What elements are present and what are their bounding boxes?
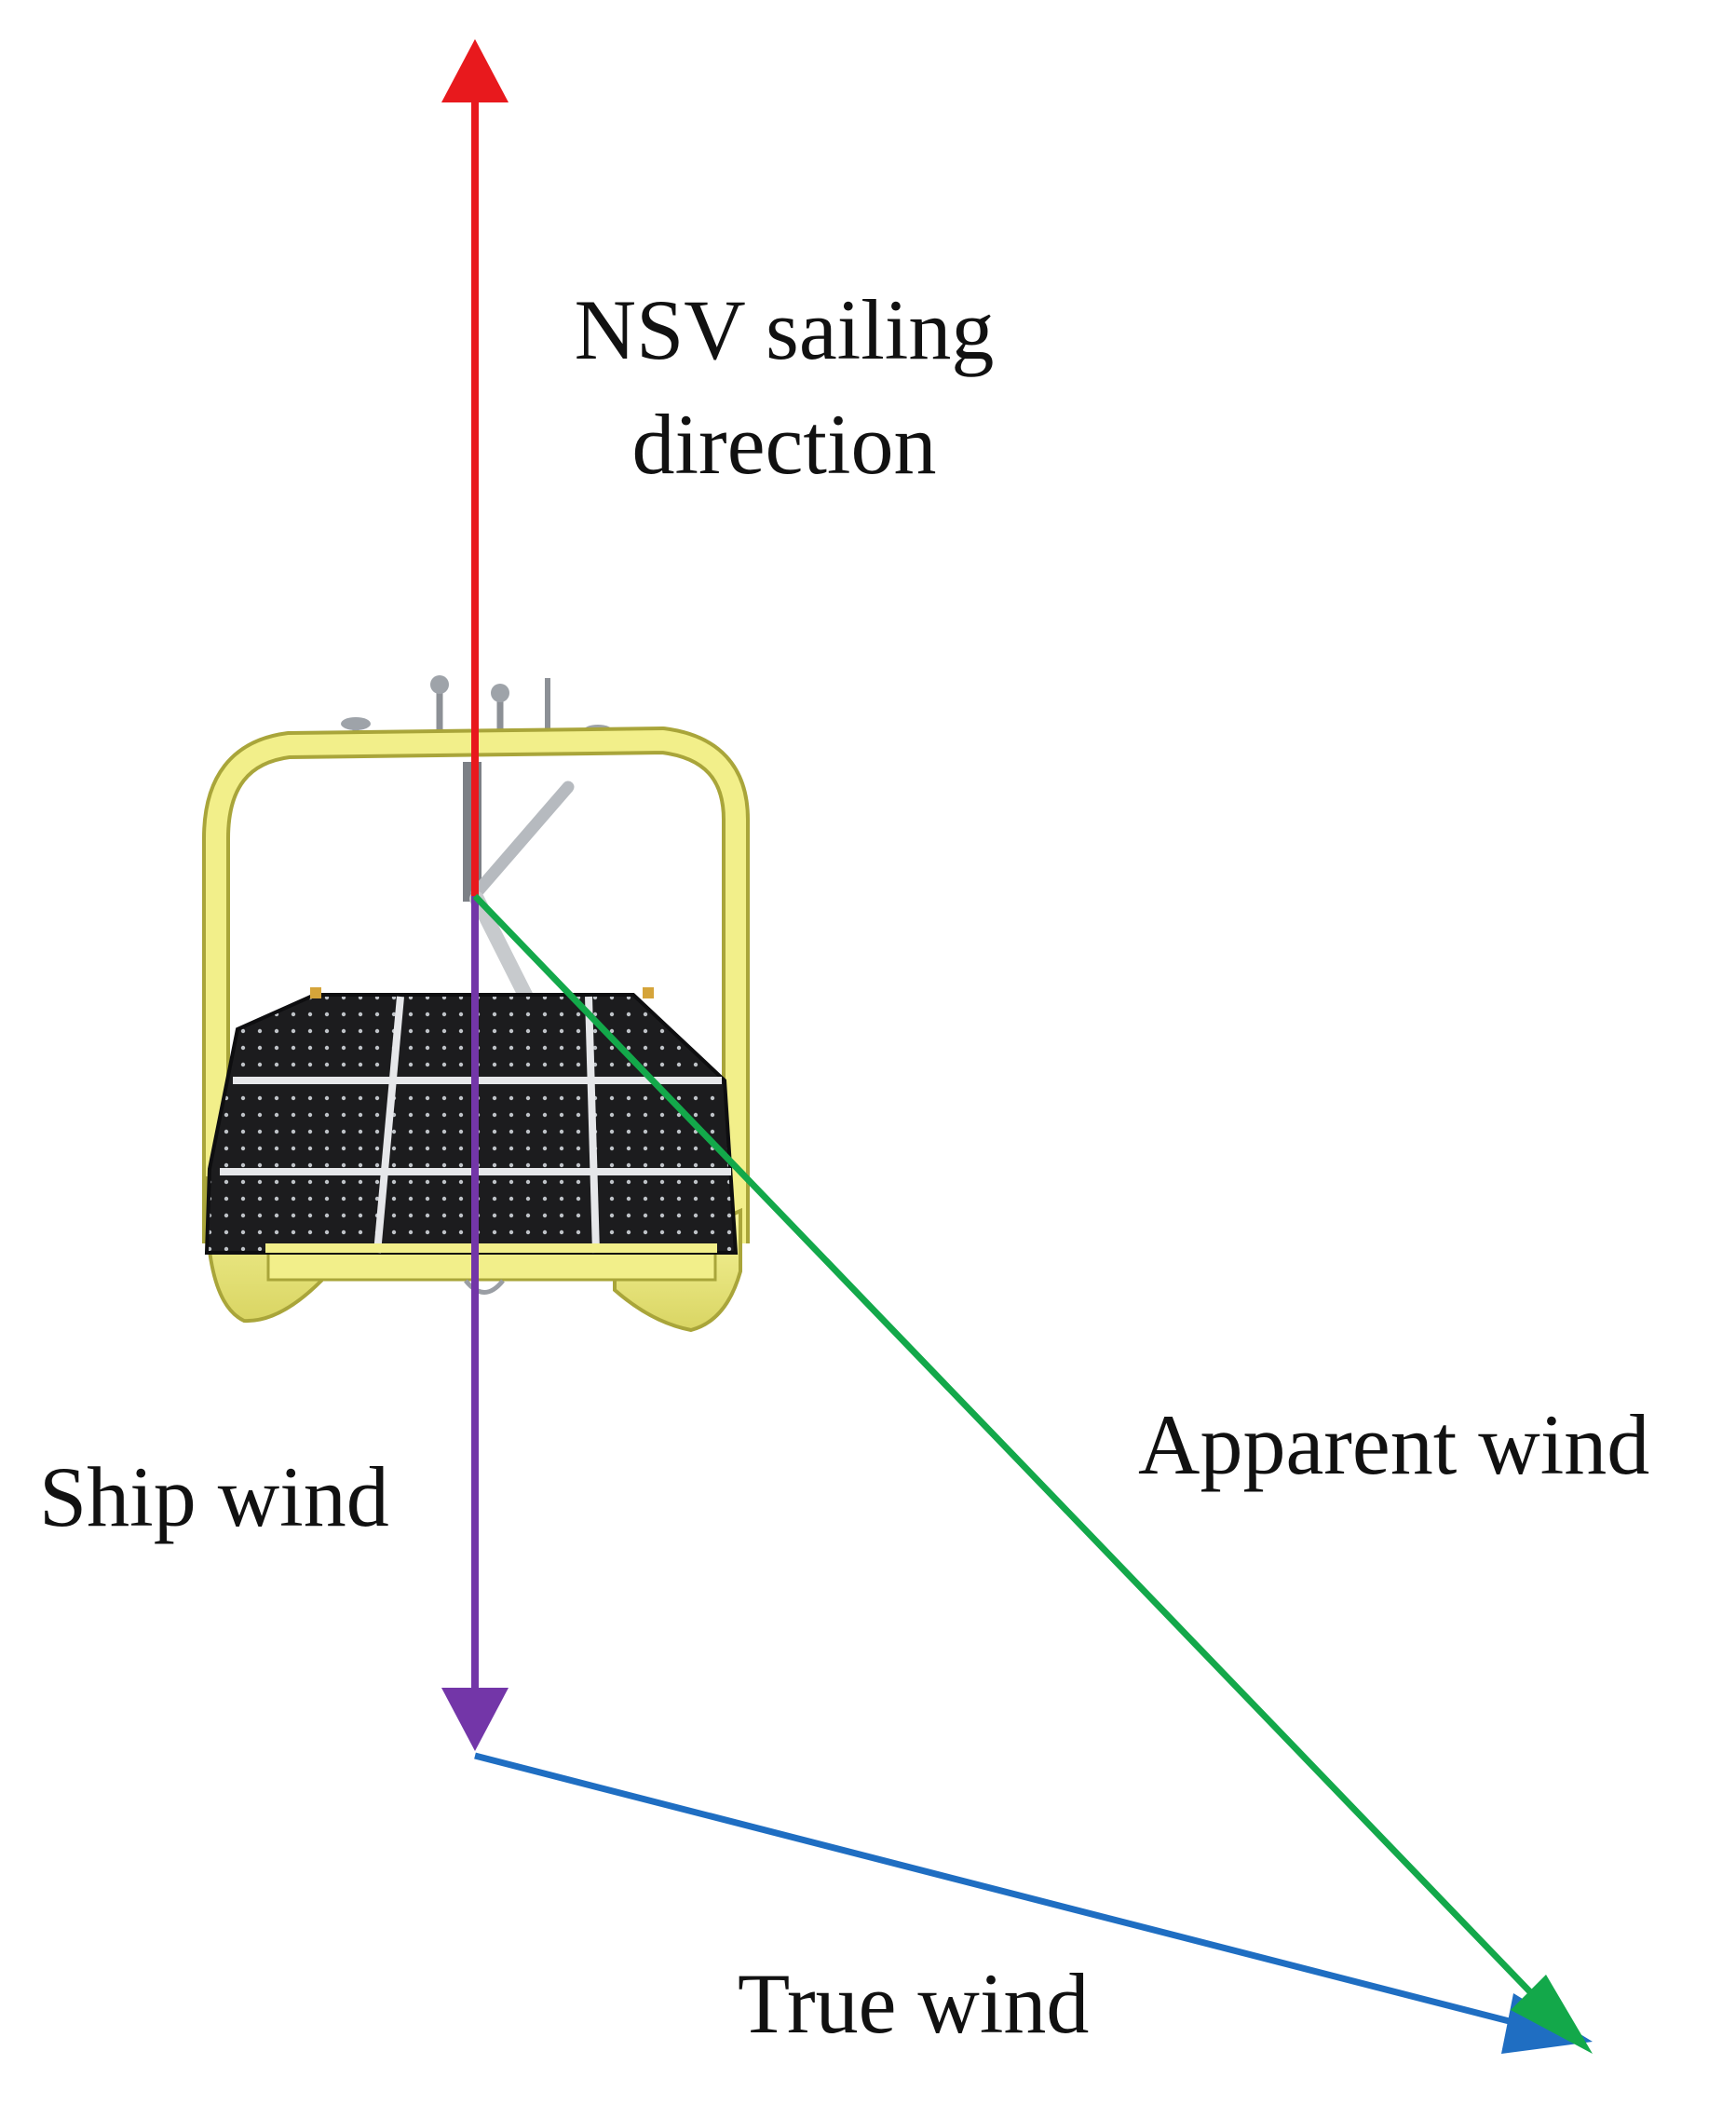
apparent-wind-arrow xyxy=(472,893,1593,2054)
nsv-vessel-illustration xyxy=(202,675,750,1333)
vector-arrows xyxy=(441,39,1593,2054)
sailing-direction-arrow xyxy=(441,39,509,896)
ship-wind-label: Ship wind xyxy=(39,1449,389,1544)
sailing-direction-label-line1: NSV sailing xyxy=(575,282,995,377)
ship-wind-arrow xyxy=(441,896,509,1751)
apparent-wind-label: Apparent wind xyxy=(1138,1397,1649,1492)
sailing-direction-label-line2: direction xyxy=(632,397,937,492)
true-wind-label: True wind xyxy=(738,1956,1089,2051)
